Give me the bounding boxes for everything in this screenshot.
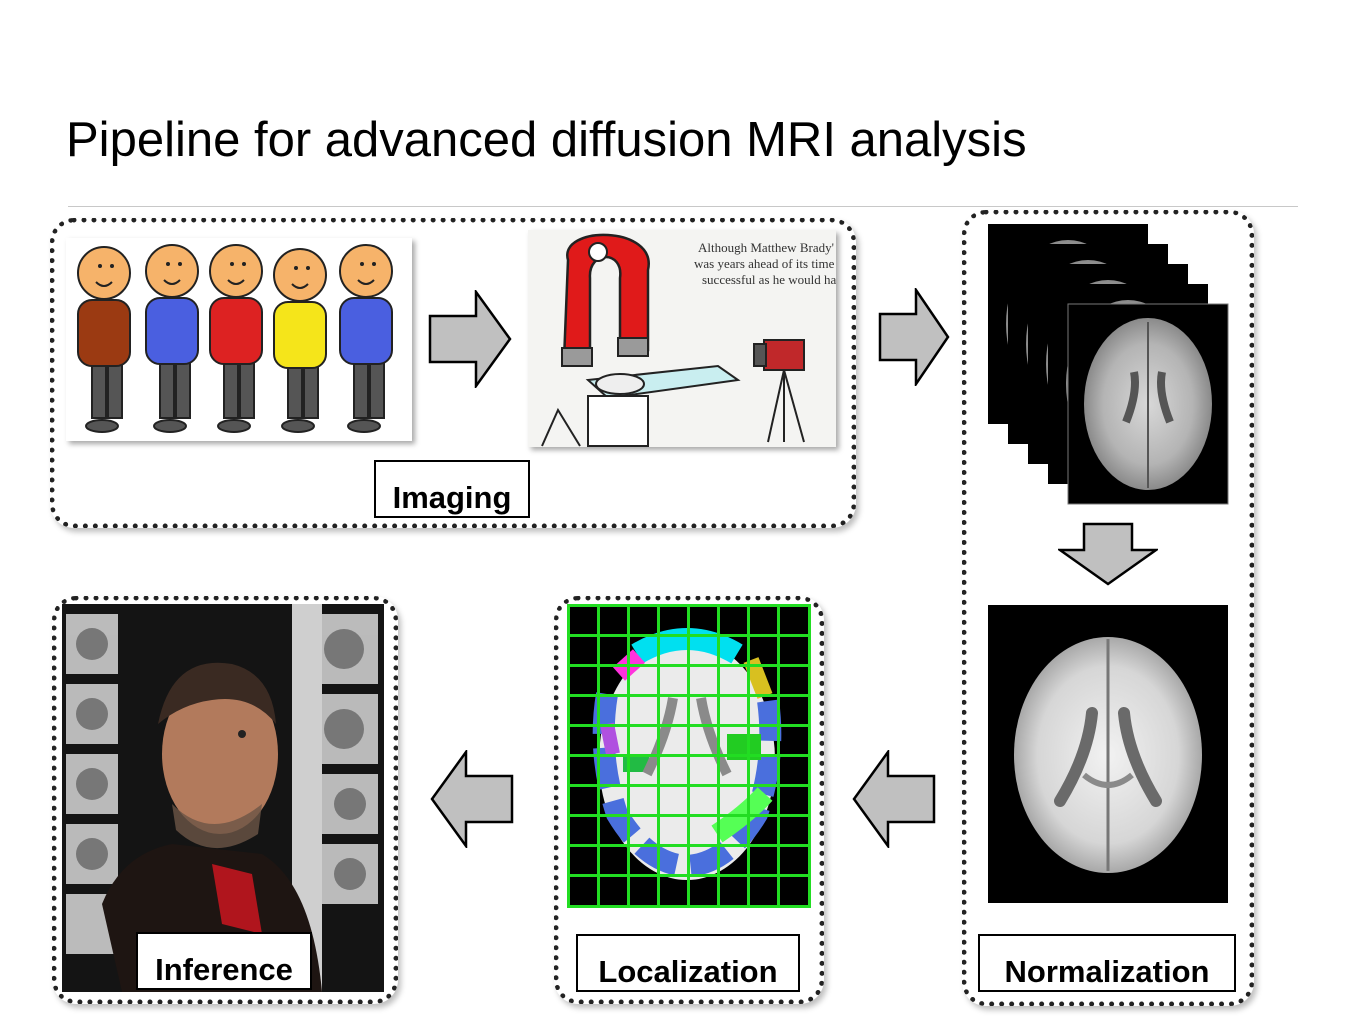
- localization-label: Localization: [576, 934, 800, 992]
- mri-scanner-cartoon: Although Matthew Brady' was years ahead …: [528, 230, 836, 447]
- person-figure: [339, 244, 393, 433]
- person-figure: [77, 246, 131, 433]
- arrow-down-icon: [1058, 522, 1158, 586]
- person-figure: [145, 244, 199, 433]
- person-figure: [273, 248, 327, 433]
- inference-stage: [52, 596, 398, 1004]
- person-figure: [209, 244, 263, 433]
- arrow-left-icon: [430, 750, 514, 848]
- brain-scan-stack: [986, 222, 1232, 508]
- arrow-right-icon: [428, 290, 512, 388]
- arrow-right-icon: [878, 288, 950, 386]
- doctor-viewing-scans-photo: [62, 604, 384, 992]
- imaging-label: Imaging: [374, 460, 530, 518]
- page-title: Pipeline for advanced diffusion MRI anal…: [66, 113, 1027, 167]
- title-divider: [68, 206, 1298, 207]
- normalization-stage: [962, 210, 1254, 1006]
- normalization-label: Normalization: [978, 934, 1236, 992]
- cartoon-caption-line: Although Matthew Brady': [698, 240, 834, 255]
- subjects-illustration: [66, 238, 412, 441]
- inference-label: Inference: [136, 932, 312, 990]
- arrow-left-icon: [852, 750, 936, 848]
- imaging-stage: [50, 218, 856, 528]
- localization-stage: [554, 596, 824, 1004]
- parcellated-brain-grid: [567, 604, 811, 908]
- cartoon-caption-line: was years ahead of its time: [694, 256, 835, 271]
- cartoon-caption-line: successful as he would ha: [702, 272, 836, 287]
- normalized-brain-template: [988, 605, 1228, 903]
